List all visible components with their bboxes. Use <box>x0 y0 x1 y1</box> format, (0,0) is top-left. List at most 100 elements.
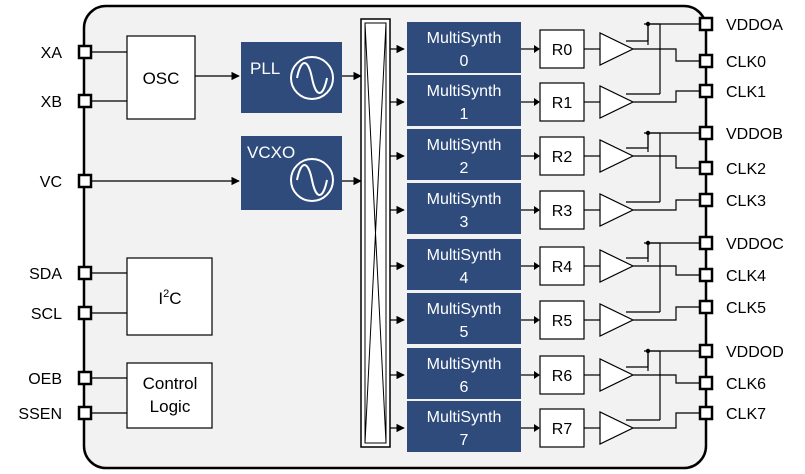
pin-label: XA <box>41 45 63 62</box>
pin-pad <box>698 83 714 99</box>
control-logic-label-line1: Control <box>143 374 198 393</box>
pin-clk6: CLK6 <box>698 375 766 393</box>
pin-oeb: OEB <box>28 370 93 388</box>
pin-scl: SCL <box>31 305 93 323</box>
pin-pad <box>698 235 714 251</box>
multisynth-index: 4 <box>460 270 469 287</box>
divider-r7: R7 <box>539 408 585 448</box>
pin-pad <box>77 305 93 321</box>
i2c-block: I2C <box>126 257 213 336</box>
pin-label: SSEN <box>18 406 62 423</box>
pin-label: VC <box>40 174 62 191</box>
output-buffer <box>599 411 635 445</box>
divider-label: R6 <box>552 368 573 385</box>
channel-7: MultiSynth 7 R7 <box>407 401 635 452</box>
output-buffer <box>599 85 635 119</box>
multisynth-label: MultiSynth <box>427 356 502 373</box>
divider-label: R7 <box>552 421 573 438</box>
pin-vddoc: VDDOC <box>698 235 784 253</box>
multisynth-label: MultiSynth <box>427 137 502 154</box>
multisynth-label: MultiSynth <box>427 409 502 426</box>
pin-label: SCL <box>31 306 62 323</box>
pin-clk0: CLK0 <box>698 53 766 71</box>
pin-label: CLK6 <box>726 376 766 393</box>
channel-6: MultiSynth 6 R6 <box>407 348 635 399</box>
pin-label: CLK5 <box>726 300 766 317</box>
divider-r0: R0 <box>539 29 585 69</box>
output-buffer <box>599 193 635 227</box>
pin-label: CLK2 <box>726 161 766 178</box>
multisynth-index: 7 <box>460 432 469 449</box>
pin-label: CLK7 <box>726 406 766 423</box>
control-logic-label-line2: Logic <box>150 397 191 416</box>
output-buffer <box>599 32 635 66</box>
pin-vddob: VDDOB <box>698 125 783 143</box>
output-buffer <box>599 139 635 173</box>
pin-clk7: CLK7 <box>698 405 766 423</box>
pin-ssen: SSEN <box>18 405 93 423</box>
pin-label: CLK1 <box>726 84 766 101</box>
pin-pad <box>698 125 714 141</box>
pin-pad <box>698 299 714 315</box>
divider-label: R4 <box>552 259 573 276</box>
pin-vddoa: VDDOA <box>698 16 783 34</box>
multisynth-block: MultiSynth 2 <box>407 129 521 180</box>
divider-r3: R3 <box>539 190 585 230</box>
pin-pad <box>698 16 714 32</box>
pll-oscillator-icon <box>290 56 334 100</box>
divider-label: R2 <box>552 149 573 166</box>
pin-pad <box>698 267 714 283</box>
multisynth-index: 0 <box>460 53 469 70</box>
divider-label: R3 <box>552 203 573 220</box>
pin-label: SDA <box>29 266 62 283</box>
divider-label: R1 <box>552 95 573 112</box>
pin-pad <box>698 53 714 69</box>
left-pins: XA XB VC SDA SCL OEB SSEN <box>18 44 93 423</box>
pin-pad <box>77 405 93 421</box>
multisynth-index: 5 <box>460 324 469 341</box>
pin-label: VDDOB <box>726 126 783 143</box>
osc-block: OSC <box>126 35 196 120</box>
pin-xb: XB <box>41 93 93 111</box>
multisynth-label: MultiSynth <box>427 83 502 100</box>
pin-pad <box>698 343 714 359</box>
pin-label: OEB <box>28 371 62 388</box>
vcxo-oscillator-icon <box>290 158 334 202</box>
output-channels: MultiSynth0R0MultiSynth1R1MultiSynth2R2M… <box>407 22 635 452</box>
multisynth-index: 6 <box>460 379 469 396</box>
i2c-label: I2C <box>158 288 181 308</box>
channel-2: MultiSynth 2 R2 <box>407 129 635 180</box>
multisynth-index: 1 <box>460 106 469 123</box>
divider-r5: R5 <box>539 300 585 340</box>
pin-vc: VC <box>40 173 93 191</box>
pin-clk1: CLK1 <box>698 83 766 101</box>
output-buffer <box>599 358 635 392</box>
pll-block: PLL <box>241 42 342 113</box>
multisynth-block: MultiSynth 0 <box>407 22 521 73</box>
pin-label: CLK0 <box>726 54 766 71</box>
divider-r4: R4 <box>539 246 585 286</box>
wiring <box>91 51 362 414</box>
divider-r6: R6 <box>539 355 585 395</box>
pin-vddod: VDDOD <box>698 343 784 361</box>
osc-label: OSC <box>143 69 180 88</box>
control-logic-block: Control Logic <box>126 362 213 429</box>
pin-pad <box>698 160 714 176</box>
pin-clk2: CLK2 <box>698 160 766 178</box>
pin-pad <box>77 370 93 386</box>
pin-pad <box>77 173 93 189</box>
pin-pad <box>77 265 93 281</box>
pin-label: XB <box>41 94 62 111</box>
multisynth-index: 2 <box>460 160 469 177</box>
crossbar-switch <box>360 18 391 448</box>
pin-pad <box>698 192 714 208</box>
pin-label: CLK3 <box>726 193 766 210</box>
multisynth-block: MultiSynth 7 <box>407 401 521 452</box>
multisynth-label: MultiSynth <box>427 30 502 47</box>
channel-0: MultiSynth 0 R0 <box>407 22 635 73</box>
